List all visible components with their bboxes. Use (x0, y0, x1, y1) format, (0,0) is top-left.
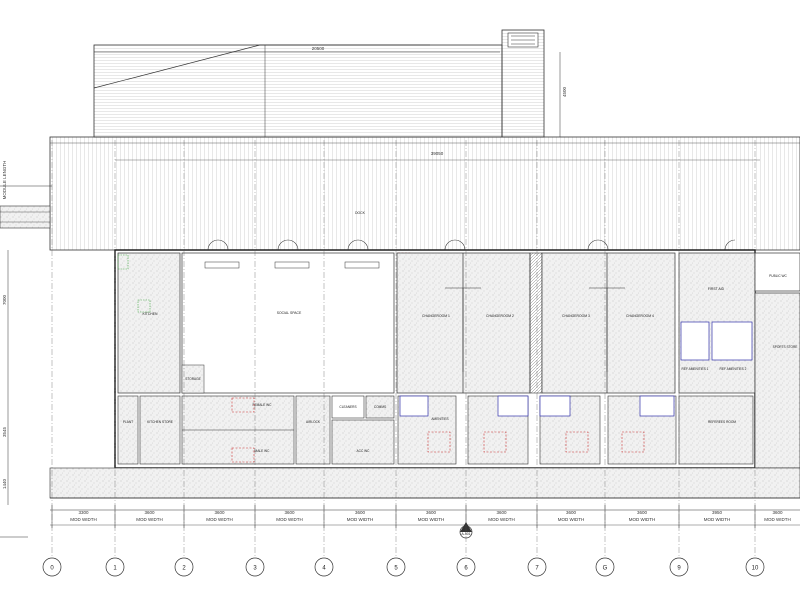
bay-width-value: 3600 (355, 510, 366, 515)
overall-dim: 39050 (431, 151, 444, 156)
upper-roof: 20500 4500 (93, 44, 567, 138)
grid-label: 6 (464, 566, 468, 572)
grid-label: G (603, 566, 608, 572)
bay-width-value: 3600 (144, 510, 155, 515)
dock-label: DOCK (355, 211, 366, 215)
entry-doors (207, 239, 736, 251)
grid-label: 3 (253, 566, 257, 572)
svg-text:AMENITIES: AMENITIES (431, 417, 448, 421)
bay-width-value: 3600 (566, 510, 577, 515)
comms-label: COMMS (374, 405, 386, 409)
bay-width-value: 3600 (284, 510, 295, 515)
mod-width-label: MOD WIDTH (418, 517, 445, 522)
changeroom-3-label: CHANGEROOM 3 (562, 314, 590, 318)
mod-width-label: MOD WIDTH (558, 517, 585, 522)
svg-text:3545: 3545 (2, 426, 7, 437)
grid-bubble (669, 557, 689, 577)
grid-bubble (245, 557, 265, 577)
mod-width-label: MOD WIDTH (347, 517, 374, 522)
acc-wc-label: ACC WC (357, 449, 371, 453)
grid-bubble (174, 557, 194, 577)
grid-label: 4 (322, 566, 326, 572)
grid-bubble (456, 557, 476, 577)
bay-width-value: 3600 (772, 510, 783, 515)
cleaners-label: CLEANERS (339, 405, 356, 409)
grid-bubble (595, 557, 615, 577)
changeroom-4-label: CHANGEROOM 4 (626, 314, 654, 318)
paving-strip (49, 467, 800, 499)
grid-bubble (42, 557, 62, 577)
mod-width-label: MOD WIDTH (629, 517, 656, 522)
mod-width-label: MOD WIDTH (70, 517, 97, 522)
airlock-label: AIRLOCK (306, 420, 321, 424)
female-wc-label: FEMALE WC (253, 403, 273, 407)
changeroom-1-label: CHANGEROOM 1 (422, 314, 450, 318)
roof-height-dim: 4500 (562, 86, 567, 97)
bay-width-value: 3600 (637, 510, 648, 515)
mod-width-label: MOD WIDTH (206, 517, 233, 522)
mod-width-label: MOD WIDTH (764, 517, 791, 522)
mod-width-label: MOD WIDTH (488, 517, 515, 522)
bay-width-value: 3300 (78, 510, 89, 515)
grid-label: 9 (677, 566, 681, 572)
changeroom-2-label: CHANGEROOM 2 (486, 314, 514, 318)
mod-width-label: MOD WIDTH (704, 517, 731, 522)
svg-text:1440: 1440 (2, 478, 7, 489)
male-wc-label: MALE WC (255, 449, 271, 453)
kitchen-store-label: KITCHEN STORE (147, 420, 173, 424)
grid-bubble (386, 557, 406, 577)
grid-bubble (527, 557, 547, 577)
ref-amenities-1-label: REF AMENITIES 1 (682, 367, 709, 371)
bay-width-value: 3600 (496, 510, 507, 515)
bay-width-value: 3600 (214, 510, 225, 515)
grid-lines: 0 1 2 3 4 5 6 7 G 9 10 (42, 140, 765, 577)
amenity-blocks: AMENITIES (397, 395, 677, 465)
mod-width-label: MOD WIDTH (136, 517, 163, 522)
bay-width-value: 3600 (426, 510, 437, 515)
building-floor: KITCHEN SOCIAL SPACE STORAGE CHANGEROOM … (114, 249, 800, 469)
first-aid-label: FIRST AID (708, 287, 725, 291)
grid-label: 2 (182, 566, 186, 572)
mod-width-label: MOD WIDTH (276, 517, 303, 522)
kitchen-label: KITCHEN (143, 312, 158, 316)
storage-label: STORAGE (185, 377, 201, 381)
bay-width-value: 3950 (712, 510, 723, 515)
main-roof: 39050 DOCK (0, 136, 800, 251)
grid-label: 5 (394, 566, 398, 572)
grid-label: 7 (535, 566, 539, 572)
left-dimensions: MODULE LENGTH 7000 3545 1440 (2, 161, 9, 505)
social-space-label: SOCIAL SPACE (277, 311, 302, 315)
grid-label: 10 (752, 566, 759, 572)
svg-text:MODULE LENGTH: MODULE LENGTH (2, 161, 7, 200)
sports-store-label: SPORTS STORE (773, 345, 798, 349)
grid-bubble (314, 557, 334, 577)
referees-room-label: REFEREES ROOM (708, 420, 736, 424)
grid-bubble (745, 557, 765, 577)
public-wc-label: PUBLIC WC (769, 274, 787, 278)
svg-text:7000: 7000 (2, 294, 7, 305)
grid-label: 0 (50, 566, 54, 572)
ref-amenities-2-label: REF AMENITIES 2 (720, 367, 747, 371)
grid-bubble (105, 557, 125, 577)
plant-label: PLANT (123, 420, 133, 424)
grid-label: 1 (113, 566, 117, 572)
top-span-dim: 20500 (312, 46, 325, 51)
vent-stack (501, 29, 545, 138)
